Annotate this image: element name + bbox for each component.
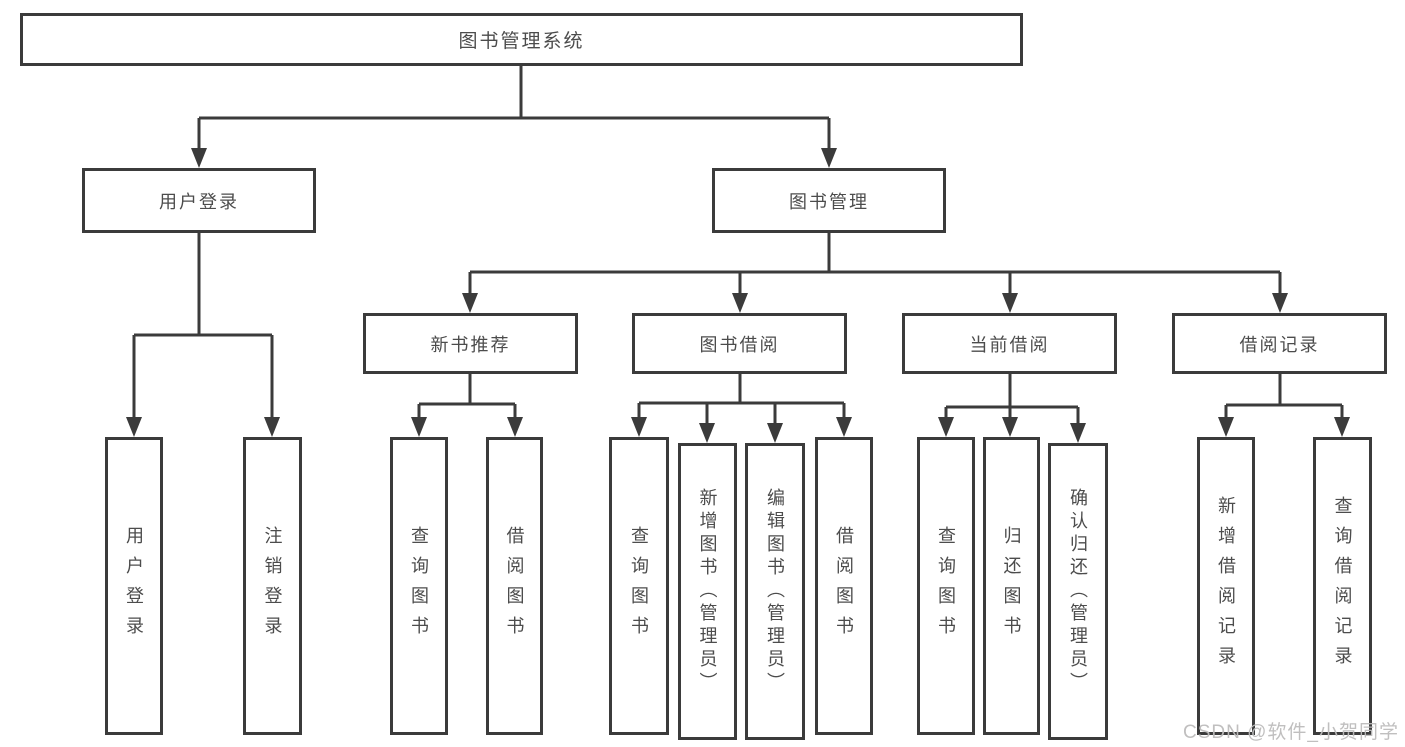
node-user-login: 用户登录 [82,168,316,233]
node-book-management: 图书管理 [712,168,946,233]
leaf-add-borrow-record: 新增借阅记录 [1197,437,1255,735]
leaf-logout: 注销登录 [243,437,302,735]
leaf-borrow-books-recommend: 借阅图书 [486,437,543,735]
node-new-book-recommend: 新书推荐 [363,313,578,374]
connector-book-borrow-split [637,374,846,427]
connector-user-login-split [132,233,274,421]
arrow-down-icon [191,148,207,168]
node-borrow-records: 借阅记录 [1172,313,1387,374]
arrow-down-icon [767,423,783,443]
arrow-down-icon [411,417,427,437]
leaf-add-book-admin: 新增图书（管理员） [678,443,737,740]
leaf-user-login: 用户登录 [105,437,163,735]
arrow-down-icon [631,417,647,437]
arrow-down-icon [1070,423,1086,443]
connector-current-borrow-split [944,374,1080,427]
leaf-query-books-recommend: 查询图书 [390,437,448,735]
arrow-down-icon [836,417,852,437]
leaf-borrow-books: 借阅图书 [815,437,873,735]
arrow-down-icon [938,417,954,437]
connector-root-split [197,66,831,152]
node-system-root: 图书管理系统 [20,13,1023,66]
arrow-down-icon [1334,417,1350,437]
leaf-confirm-return-admin: 确认归还（管理员） [1048,443,1108,740]
arrow-down-icon [1002,417,1018,437]
arrow-down-icon [1218,417,1234,437]
node-current-borrow: 当前借阅 [902,313,1117,374]
arrow-down-icon [821,148,837,168]
connector-book-mgmt-split [468,233,1282,297]
leaf-edit-book-admin: 编辑图书（管理员） [745,443,805,740]
leaf-query-borrow-record: 查询借阅记录 [1313,437,1372,735]
watermark: CSDN @软件_小贺同学 [1183,722,1399,743]
connector-borrow-records-split [1224,374,1344,421]
connector-new-book-split [417,374,517,421]
leaf-return-book: 归还图书 [983,437,1040,735]
arrow-down-icon [1272,293,1288,313]
node-book-borrow: 图书借阅 [632,313,847,374]
arrow-down-icon [264,417,280,437]
leaf-query-books-current: 查询图书 [917,437,975,735]
arrow-down-icon [126,417,142,437]
arrow-down-icon [462,293,478,313]
leaf-query-books-borrow: 查询图书 [609,437,669,735]
arrow-down-icon [507,417,523,437]
arrow-down-icon [1002,293,1018,313]
arrow-down-icon [699,423,715,443]
arrow-down-icon [732,293,748,313]
